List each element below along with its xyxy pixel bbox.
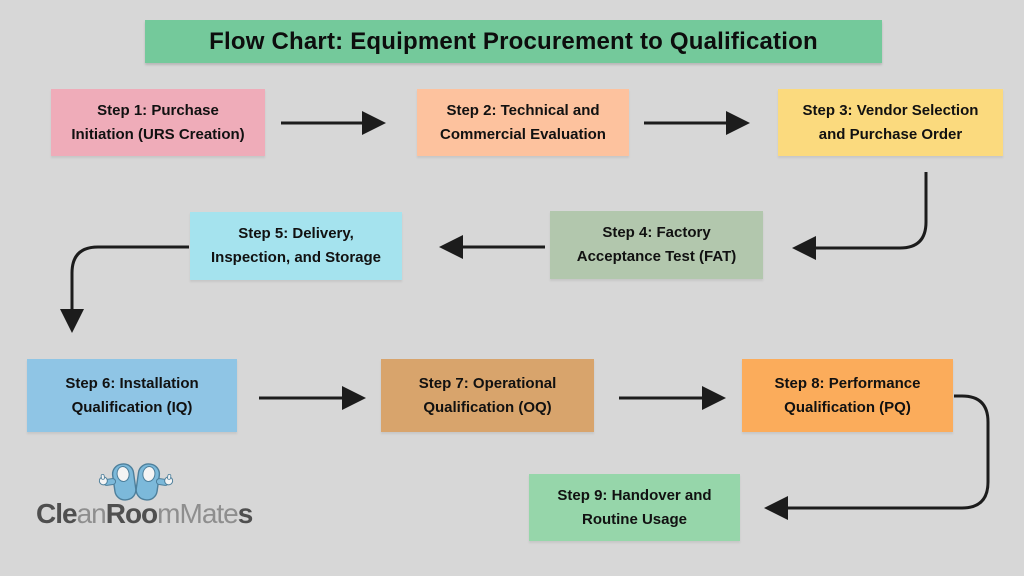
step-3-line2: and Purchase Order	[818, 125, 963, 143]
logo-text-segment: m	[157, 498, 180, 529]
step-4-box: Step 4: Factory Acceptance Test (FAT)	[550, 211, 763, 279]
cleanroommates-logo: CleanRoomMates	[36, 460, 253, 540]
step-5-line2: Inspection, and Storage	[210, 249, 382, 266]
logo-text-segment: Mate	[179, 498, 239, 529]
logo-text-segment: Roo	[105, 498, 158, 529]
step-9-box: Step 9: Handover and Routine Usage	[529, 474, 740, 541]
chart-title: Flow Chart: Equipment Procurement to Qua…	[145, 20, 882, 63]
step-7-line1: Step 7: Operational	[418, 374, 557, 392]
arrow-step5-to-step6	[60, 245, 189, 333]
step-3-line1: Step 3: Vendor Selection	[802, 101, 979, 119]
step-1-box: Step 1: Purchase Initiation (URS Creatio…	[51, 89, 265, 156]
step-4-line1: Step 4: Factory	[602, 224, 711, 241]
step-8-box: Step 8: Performance Qualification (PQ)	[742, 359, 953, 432]
step-6-line1: Step 6: Installation	[65, 374, 199, 392]
step-7-box: Step 7: Operational Qualification (OQ)	[381, 359, 594, 432]
step-8-line2: Qualification (PQ)	[784, 398, 911, 416]
step-5-line1: Step 5: Delivery,	[238, 225, 354, 242]
logo-text-segment: s	[237, 498, 254, 529]
logo-text-segment: an	[76, 498, 107, 529]
step-7-line2: Qualification (OQ)	[423, 398, 552, 416]
arrow-step3-to-step4	[792, 172, 928, 260]
step-9-line1: Step 9: Handover and	[557, 486, 712, 504]
step-1-line2: Initiation (URS Creation)	[71, 125, 245, 143]
chart-title-text: Flow Chart: Equipment Procurement to Qua…	[209, 27, 818, 55]
step-6-line2: Qualification (IQ)	[71, 398, 193, 416]
step-2-line2: Commercial Evaluation	[440, 125, 606, 143]
step-6-box: Step 6: Installation Qualification (IQ)	[27, 359, 237, 432]
step-2-line1: Step 2: Technical and	[446, 101, 600, 119]
logo-text-segment: Cle	[36, 498, 78, 529]
step-3-box: Step 3: Vendor Selection and Purchase Or…	[778, 89, 1003, 156]
step-2-box: Step 2: Technical and Commercial Evaluat…	[417, 89, 629, 156]
step-1-line1: Step 1: Purchase	[97, 101, 219, 119]
logo-text: CleanRoomMates	[36, 498, 253, 530]
step-9-line2: Routine Usage	[581, 510, 687, 528]
step-8-line1: Step 8: Performance	[774, 374, 921, 392]
step-5-box: Step 5: Delivery, Inspection, and Storag…	[190, 212, 402, 280]
logo-mascots-icon	[98, 463, 174, 501]
step-4-line2: Acceptance Test (FAT)	[576, 248, 737, 265]
